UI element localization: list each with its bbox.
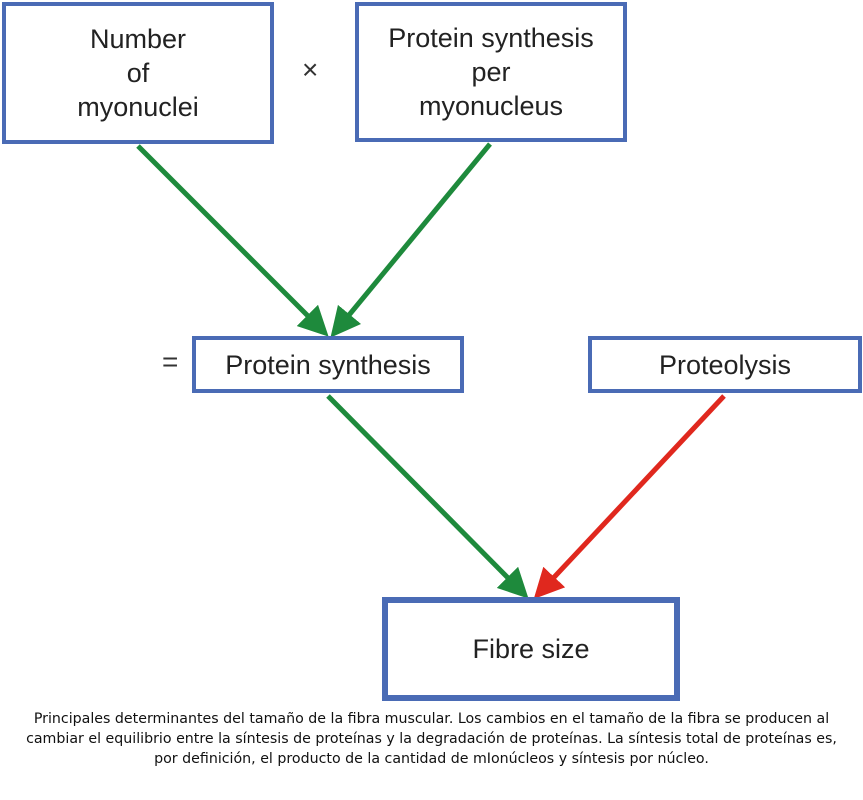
protein-synthesis-label: Protein synthesis: [225, 349, 431, 380]
multiply-operator: ×: [302, 54, 319, 85]
arrow-proteolysis-to-fibre: [533, 394, 726, 599]
arrow-synthesis-to-fibre: [326, 394, 529, 599]
proteolysis-label: Proteolysis: [658, 349, 792, 380]
number-of-myonuclei-box: Number of myonuclei: [2, 2, 274, 144]
synthesis-per-myonucleus-label: Protein synthesis per myonucleus: [388, 23, 594, 121]
arrow-myonuclei-to-synthesis: [136, 144, 329, 337]
proteolysis-box: Proteolysis: [588, 336, 862, 393]
figure-caption: Principales determinantes del tamaño de …: [26, 711, 837, 767]
arrow-per-nucleus-to-synthesis: [330, 142, 492, 338]
number-of-myonuclei-label: Number of myonuclei: [77, 24, 199, 122]
equals-operator: =: [162, 346, 179, 377]
fibre-size-label: Fibre size: [472, 634, 590, 664]
fibre-size-box: Fibre size: [382, 597, 680, 701]
protein-synthesis-box: Protein synthesis: [192, 336, 464, 393]
synthesis-per-myonucleus-box: Protein synthesis per myonucleus: [355, 2, 627, 142]
